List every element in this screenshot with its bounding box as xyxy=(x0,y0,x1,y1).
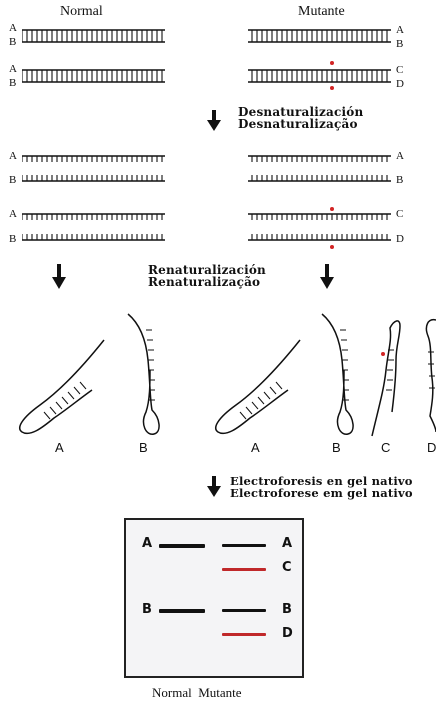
strand-label-a: A xyxy=(9,63,17,75)
strand-label-b: B xyxy=(396,38,403,50)
strand-label-b: B xyxy=(9,77,16,89)
gel-band-label: B xyxy=(282,602,292,617)
mutation-marker xyxy=(381,352,385,356)
strand-label-a: A xyxy=(396,24,404,36)
conformer-label: B xyxy=(139,440,148,455)
gel-band-normal-a xyxy=(159,544,205,548)
conformer-label: A xyxy=(251,440,260,455)
conformer-mutant-a xyxy=(216,340,300,433)
ssdna-mutant-c xyxy=(248,207,391,220)
ssdna-mutant-b xyxy=(248,175,391,181)
conformer-mutant-b xyxy=(322,314,353,434)
arrow-down-icon xyxy=(320,264,334,289)
arrow-down-icon xyxy=(52,264,66,289)
conformer-normal-a xyxy=(20,340,104,433)
ssdna-normal-b xyxy=(22,175,165,181)
conformer-mutant-c xyxy=(372,321,400,436)
gel-band-label: D xyxy=(282,626,293,641)
strand-label-c: C xyxy=(396,64,403,76)
conformer-label: D xyxy=(427,440,436,455)
conformer-label: C xyxy=(381,440,390,455)
conformer-mutant-d xyxy=(426,320,436,432)
strand-label-b: B xyxy=(9,174,16,186)
gel-footer: Normal Mutante xyxy=(152,685,242,701)
dsdna-normal-ab xyxy=(22,30,165,42)
strand-label-b: B xyxy=(9,36,16,48)
mutation-marker xyxy=(330,61,334,65)
ssdna-mutant-d xyxy=(248,234,391,249)
gel-panel: A B A C B D xyxy=(124,518,304,678)
dsdna-mutant-ab xyxy=(248,30,391,42)
strand-label-a: A xyxy=(9,150,17,162)
step-denaturation: Desnaturalización Desnaturalização xyxy=(238,106,363,130)
gel-band-mutant-a xyxy=(222,544,266,547)
gel-band-label: C xyxy=(282,560,292,575)
strand-label-b: B xyxy=(9,233,16,245)
gel-band-mutant-c xyxy=(222,568,266,571)
header-mutant: Mutante xyxy=(298,4,345,20)
step-label-pt: Renaturalização xyxy=(148,276,266,288)
mutation-marker xyxy=(330,245,334,249)
strand-label-b: B xyxy=(396,174,403,186)
conformer-label: B xyxy=(332,440,341,455)
ssdna-normal-a xyxy=(22,156,165,162)
gel-band-normal-b xyxy=(159,609,205,613)
dsdna-mutant-cd xyxy=(248,61,391,90)
mutation-marker xyxy=(330,86,334,90)
strand-label-d: D xyxy=(396,78,404,90)
strand-label-a: A xyxy=(396,150,404,162)
arrow-down-icon xyxy=(207,110,221,131)
strand-label-c: C xyxy=(396,208,403,220)
step-electrophoresis: Electroforesis en gel nativo Electrofore… xyxy=(230,475,413,499)
ssdna-normal-b-2 xyxy=(22,234,165,240)
ssdna-normal-a-2 xyxy=(22,214,165,220)
arrow-down-icon xyxy=(207,476,221,497)
step-label-pt: Electroforese em gel nativo xyxy=(230,487,413,499)
gel-band-label: A xyxy=(142,536,152,551)
gel-band-mutant-d xyxy=(222,633,266,636)
strand-label-a: A xyxy=(9,208,17,220)
dsdna-normal-ab-2 xyxy=(22,70,165,82)
conformer-label: A xyxy=(55,440,64,455)
gel-band-mutant-b xyxy=(222,609,266,612)
step-renaturation: Renaturalización Renaturalização xyxy=(148,264,266,288)
conformer-normal-b xyxy=(128,314,159,434)
strand-label-d: D xyxy=(396,233,404,245)
step-label-pt: Desnaturalização xyxy=(238,118,363,130)
ssdna-mutant-a xyxy=(248,156,391,162)
gel-band-label: A xyxy=(282,536,292,551)
gel-band-label: B xyxy=(142,602,152,617)
strand-label-a: A xyxy=(9,22,17,34)
mutation-marker xyxy=(330,207,334,211)
header-normal: Normal xyxy=(60,4,103,20)
